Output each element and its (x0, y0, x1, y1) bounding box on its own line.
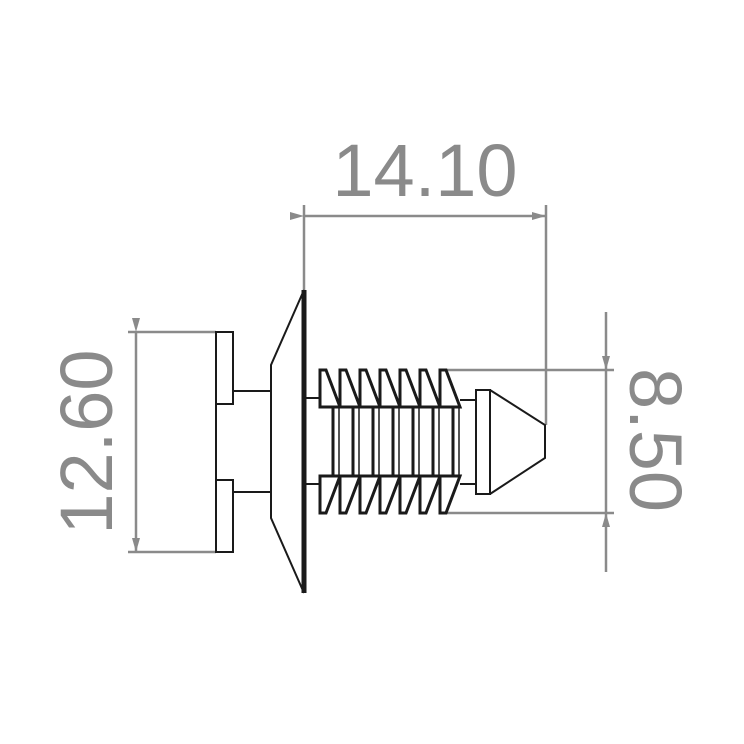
tooth-top (418, 368, 443, 409)
dimension-label-head-height: 12.60 (45, 349, 128, 534)
tooth-bottom (378, 474, 403, 515)
head-tab-top (215, 331, 234, 405)
tooth-top (378, 368, 403, 409)
tooth-bottom (358, 474, 383, 515)
tooth-bottom (418, 474, 443, 515)
tooth-bottom (338, 474, 363, 515)
dimension-head-height (128, 318, 216, 554)
push-rivet-part (215, 289, 546, 594)
shank-teeth (318, 368, 463, 515)
tooth-bottom (318, 474, 343, 515)
dimension-label-shank-diameter: 8.50 (614, 368, 697, 512)
head-tab-bottom (215, 479, 234, 553)
dimension-length (290, 205, 548, 425)
tooth-top (358, 368, 383, 409)
tip-cone (489, 389, 546, 495)
tip-collar (475, 389, 491, 495)
tooth-top (438, 368, 463, 409)
tooth-bottom (398, 474, 423, 515)
dimension-label-length: 14.10 (332, 129, 517, 212)
dimension-shank-diameter (440, 312, 614, 572)
tooth-top (338, 368, 363, 409)
tooth-top (318, 368, 343, 409)
flange-cone (270, 289, 305, 594)
tooth-top (398, 368, 423, 409)
tooth-bottom (438, 474, 463, 515)
